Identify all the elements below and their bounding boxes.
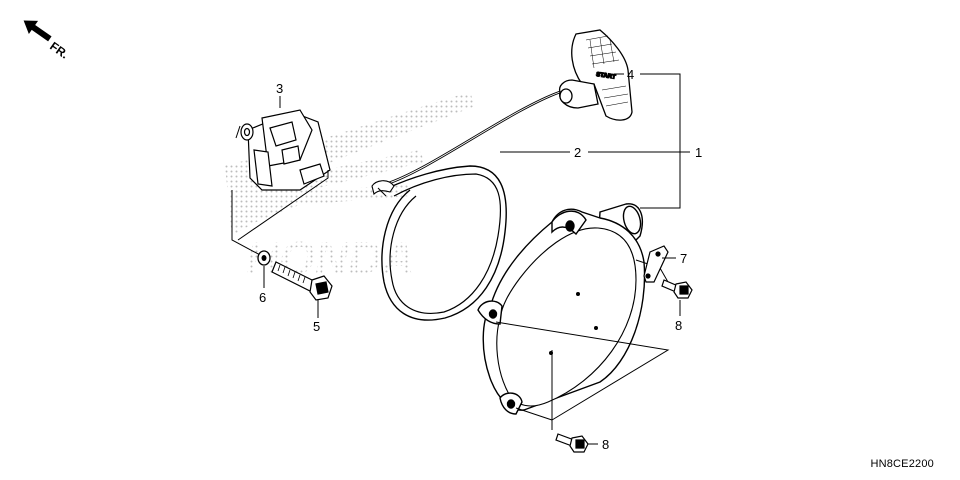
leader-4-to-1 bbox=[640, 73, 681, 209]
washer-part bbox=[257, 250, 271, 266]
starter-pulley-part bbox=[235, 109, 331, 191]
starter-grip-part: START bbox=[558, 29, 633, 121]
front-direction-arrow bbox=[23, 20, 52, 42]
callout-5: 5 bbox=[313, 319, 320, 334]
callout-2: 2 bbox=[574, 145, 581, 160]
callout-8-lower: 8 bbox=[602, 437, 609, 452]
pulley-bracket-lines bbox=[231, 170, 329, 257]
callout-8-upper: 8 bbox=[675, 318, 682, 333]
grip-start-imprint: START bbox=[596, 72, 617, 81]
flange-bolt-lower-part bbox=[555, 433, 589, 453]
starter-rope-part bbox=[371, 90, 561, 321]
recoil-starter-cover-part bbox=[477, 203, 646, 415]
callout-1: 1 bbox=[695, 145, 702, 160]
callout-6: 6 bbox=[259, 290, 266, 305]
callout-7: 7 bbox=[680, 251, 687, 266]
callout-3: 3 bbox=[276, 81, 283, 96]
bolt-part bbox=[271, 261, 333, 301]
honda-watermark-text: HONDA bbox=[246, 232, 415, 284]
callout-4: 4 bbox=[627, 67, 634, 82]
callout-leaders bbox=[263, 73, 690, 445]
honda-wing-watermark: HONDA bbox=[225, 92, 475, 284]
flange-bolt-upper-part bbox=[661, 279, 693, 299]
rope-guide-plate-part bbox=[643, 245, 669, 283]
diagram-reference-code: HN8CE2200 bbox=[870, 458, 934, 470]
front-direction-label: FR. bbox=[47, 39, 71, 62]
